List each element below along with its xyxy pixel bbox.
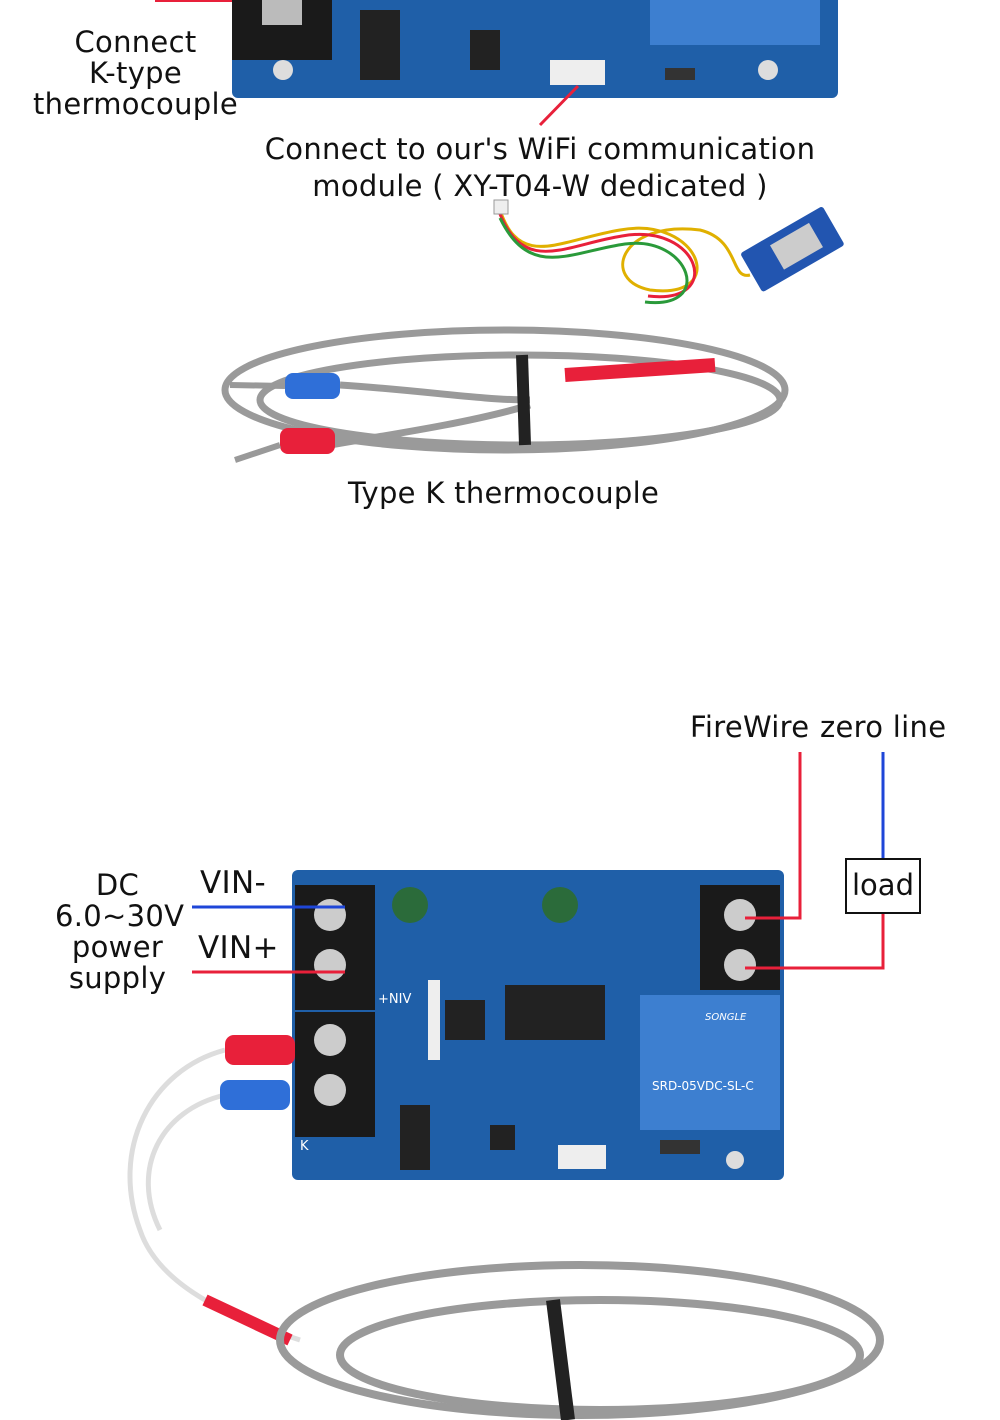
wifi-pointer-line xyxy=(538,84,580,127)
bottom-thermocouple xyxy=(127,1035,884,1420)
label-line: thermocouple xyxy=(33,87,238,121)
relay-brand: SONGLE xyxy=(705,1012,747,1023)
label-line: supply xyxy=(68,961,167,995)
pin-label: +NIV xyxy=(378,992,411,1007)
power-supply-label: DC 6.0~30V power supply xyxy=(55,868,185,995)
load-return-wire xyxy=(745,912,885,970)
bottom-controller-board: SONGLE SRD-05VDC-SL-C +NIV K xyxy=(292,870,784,1180)
thermocouple-label: Type K thermocouple xyxy=(348,476,660,510)
wifi-module-label: Connect to our's WiFi communication modu… xyxy=(240,131,840,205)
label-line: module ( XY-T04-W dedicated ) xyxy=(312,169,768,203)
vin-plus-label: VIN+ xyxy=(198,930,279,966)
top-controller-board xyxy=(232,0,838,98)
label-line: K-type xyxy=(88,56,183,90)
label-line: DC xyxy=(95,868,140,902)
zero-line-label: zero line xyxy=(820,710,947,744)
k-label: K xyxy=(300,1139,309,1154)
relay-model: SRD-05VDC-SL-C xyxy=(652,1079,754,1093)
label-line: Connect xyxy=(74,25,197,59)
label-line: 6.0~30V xyxy=(55,899,185,933)
load-box: load xyxy=(845,858,921,914)
firewire-wire xyxy=(745,752,802,920)
wifi-module xyxy=(493,199,844,305)
firewire-label: FireWire xyxy=(690,710,810,744)
label-line: power xyxy=(71,930,164,964)
thermocouple-coil xyxy=(221,326,789,463)
label-line: Connect to our's WiFi communication xyxy=(264,132,816,166)
vin-minus-label: VIN- xyxy=(200,865,266,901)
connect-k-type-label: Connect K-type thermocouple xyxy=(28,27,243,120)
